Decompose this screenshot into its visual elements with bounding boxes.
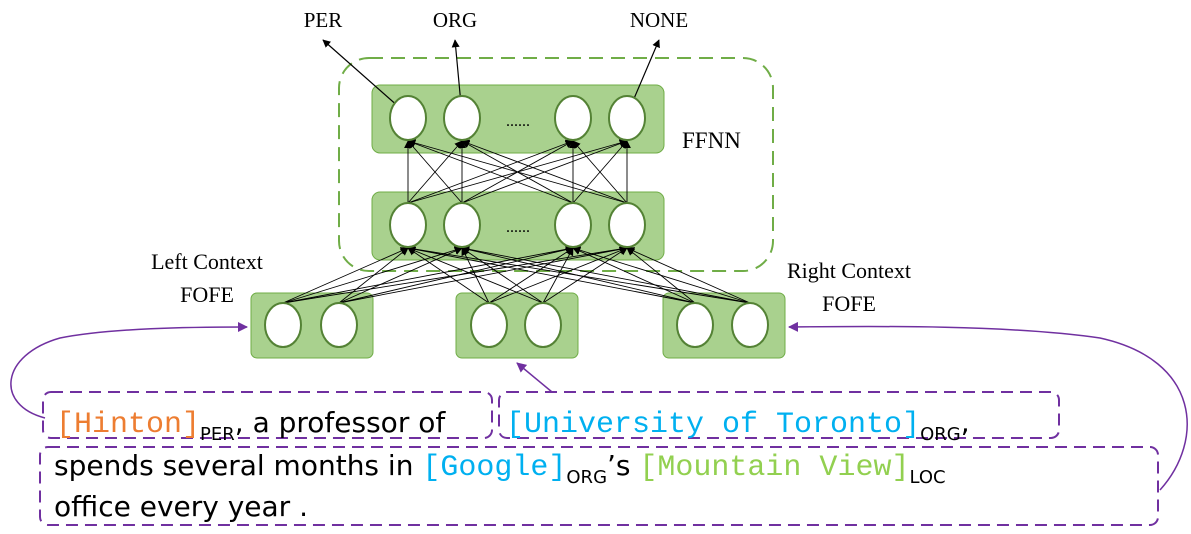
hidden-to-output-connections (404, 139, 631, 204)
hidden-output-connection (572, 140, 628, 204)
input-hidden-connection (542, 247, 628, 304)
sentence-line-2: spends several months in [Google]ORG’s [… (54, 449, 946, 488)
input-hidden-connection (542, 247, 574, 304)
input-neuron (731, 302, 769, 348)
none-output-label: NONE (630, 8, 688, 32)
uoft-tag: ORG (920, 424, 961, 445)
input-hidden-connection (338, 245, 628, 304)
output-layer-box (371, 84, 665, 154)
hinton-tag: PER (200, 424, 235, 445)
hidden-neuron (389, 202, 427, 248)
input-to-hidden-connections (282, 245, 751, 304)
output-layer-ellipsis: ...... (506, 113, 530, 130)
input-hidden-connection (407, 245, 751, 304)
ffnn-label: FFNN (682, 128, 741, 153)
google-entity: [Google] (422, 451, 566, 485)
input-hidden-connection (407, 247, 490, 304)
output-neuron (608, 95, 646, 141)
sentence-line-1: [Hinton]PER, a professor of (56, 406, 446, 445)
per-output-label: PER (304, 8, 343, 32)
left-context-pointer-arrow (10, 322, 248, 419)
input-neuron (524, 302, 562, 348)
mountain-view-tag: LOC (909, 467, 945, 488)
hidden-layer-ellipsis: ...... (506, 219, 530, 236)
current-word-pointer-arrow (516, 362, 553, 393)
input-neuron (320, 302, 358, 348)
input-hidden-connection (572, 246, 751, 304)
right-context-fofe-label: FOFE (822, 291, 876, 316)
input-neuron (470, 302, 508, 348)
hidden-output-connection (407, 139, 574, 204)
right-context-span-box (39, 446, 1159, 526)
sentence-text-professor: , a professor of (235, 406, 447, 439)
left-context-span-box (42, 391, 493, 439)
hidden-neuron (443, 202, 481, 248)
input-hidden-connection (407, 245, 696, 304)
left-context-label: Left Context (151, 249, 263, 274)
neurons (264, 95, 769, 348)
sentence-comma: , (961, 406, 970, 439)
input-hidden-connection (282, 246, 463, 304)
input-hidden-connection (461, 247, 544, 304)
uoft-entity: [University of Toronto] (506, 408, 920, 442)
sentence-possessive: ’s (607, 449, 639, 482)
input-hidden-connection (338, 247, 409, 304)
per-output-arrow (322, 39, 409, 116)
input-hidden-connection (282, 245, 574, 304)
input-hidden-connection (282, 247, 409, 304)
output-neuron (443, 95, 481, 141)
org-output-label: ORG (433, 8, 477, 32)
sentence-line-1-entity: [University of Toronto]ORG, (506, 406, 970, 445)
output-neuron (554, 95, 592, 141)
ffnn-dashed-region (338, 57, 774, 272)
input-neuron (676, 302, 714, 348)
output-neuron (389, 95, 427, 141)
current-entity-span-box (498, 391, 1060, 439)
input-hidden-connection (407, 247, 544, 304)
sentence-text-spends: spends several months in (54, 449, 422, 482)
hidden-output-connection (407, 140, 463, 204)
input-hidden-connection (488, 247, 574, 304)
google-tag: ORG (566, 467, 607, 488)
hidden-output-connection (461, 139, 628, 204)
mountain-view-entity: [Mountain View] (639, 451, 909, 485)
right-context-pointer-arrow (788, 321, 1188, 491)
input-hidden-connection (461, 245, 751, 304)
hidden-output-connection (407, 139, 628, 204)
input-hidden-connection (572, 247, 696, 304)
hinton-entity: [Hinton] (56, 408, 200, 442)
sentence-line-3: office every year . (54, 490, 308, 523)
hidden-layer-box (371, 191, 665, 261)
hidden-neuron (608, 202, 646, 248)
hidden-neuron (554, 202, 592, 248)
input-neuron (264, 302, 302, 348)
input-hidden-connection (338, 245, 574, 304)
left-context-fofe-label: FOFE (180, 282, 234, 307)
input-hidden-connection (338, 247, 463, 304)
input-hidden-connection (626, 247, 751, 304)
right-context-label: Right Context (787, 258, 911, 283)
